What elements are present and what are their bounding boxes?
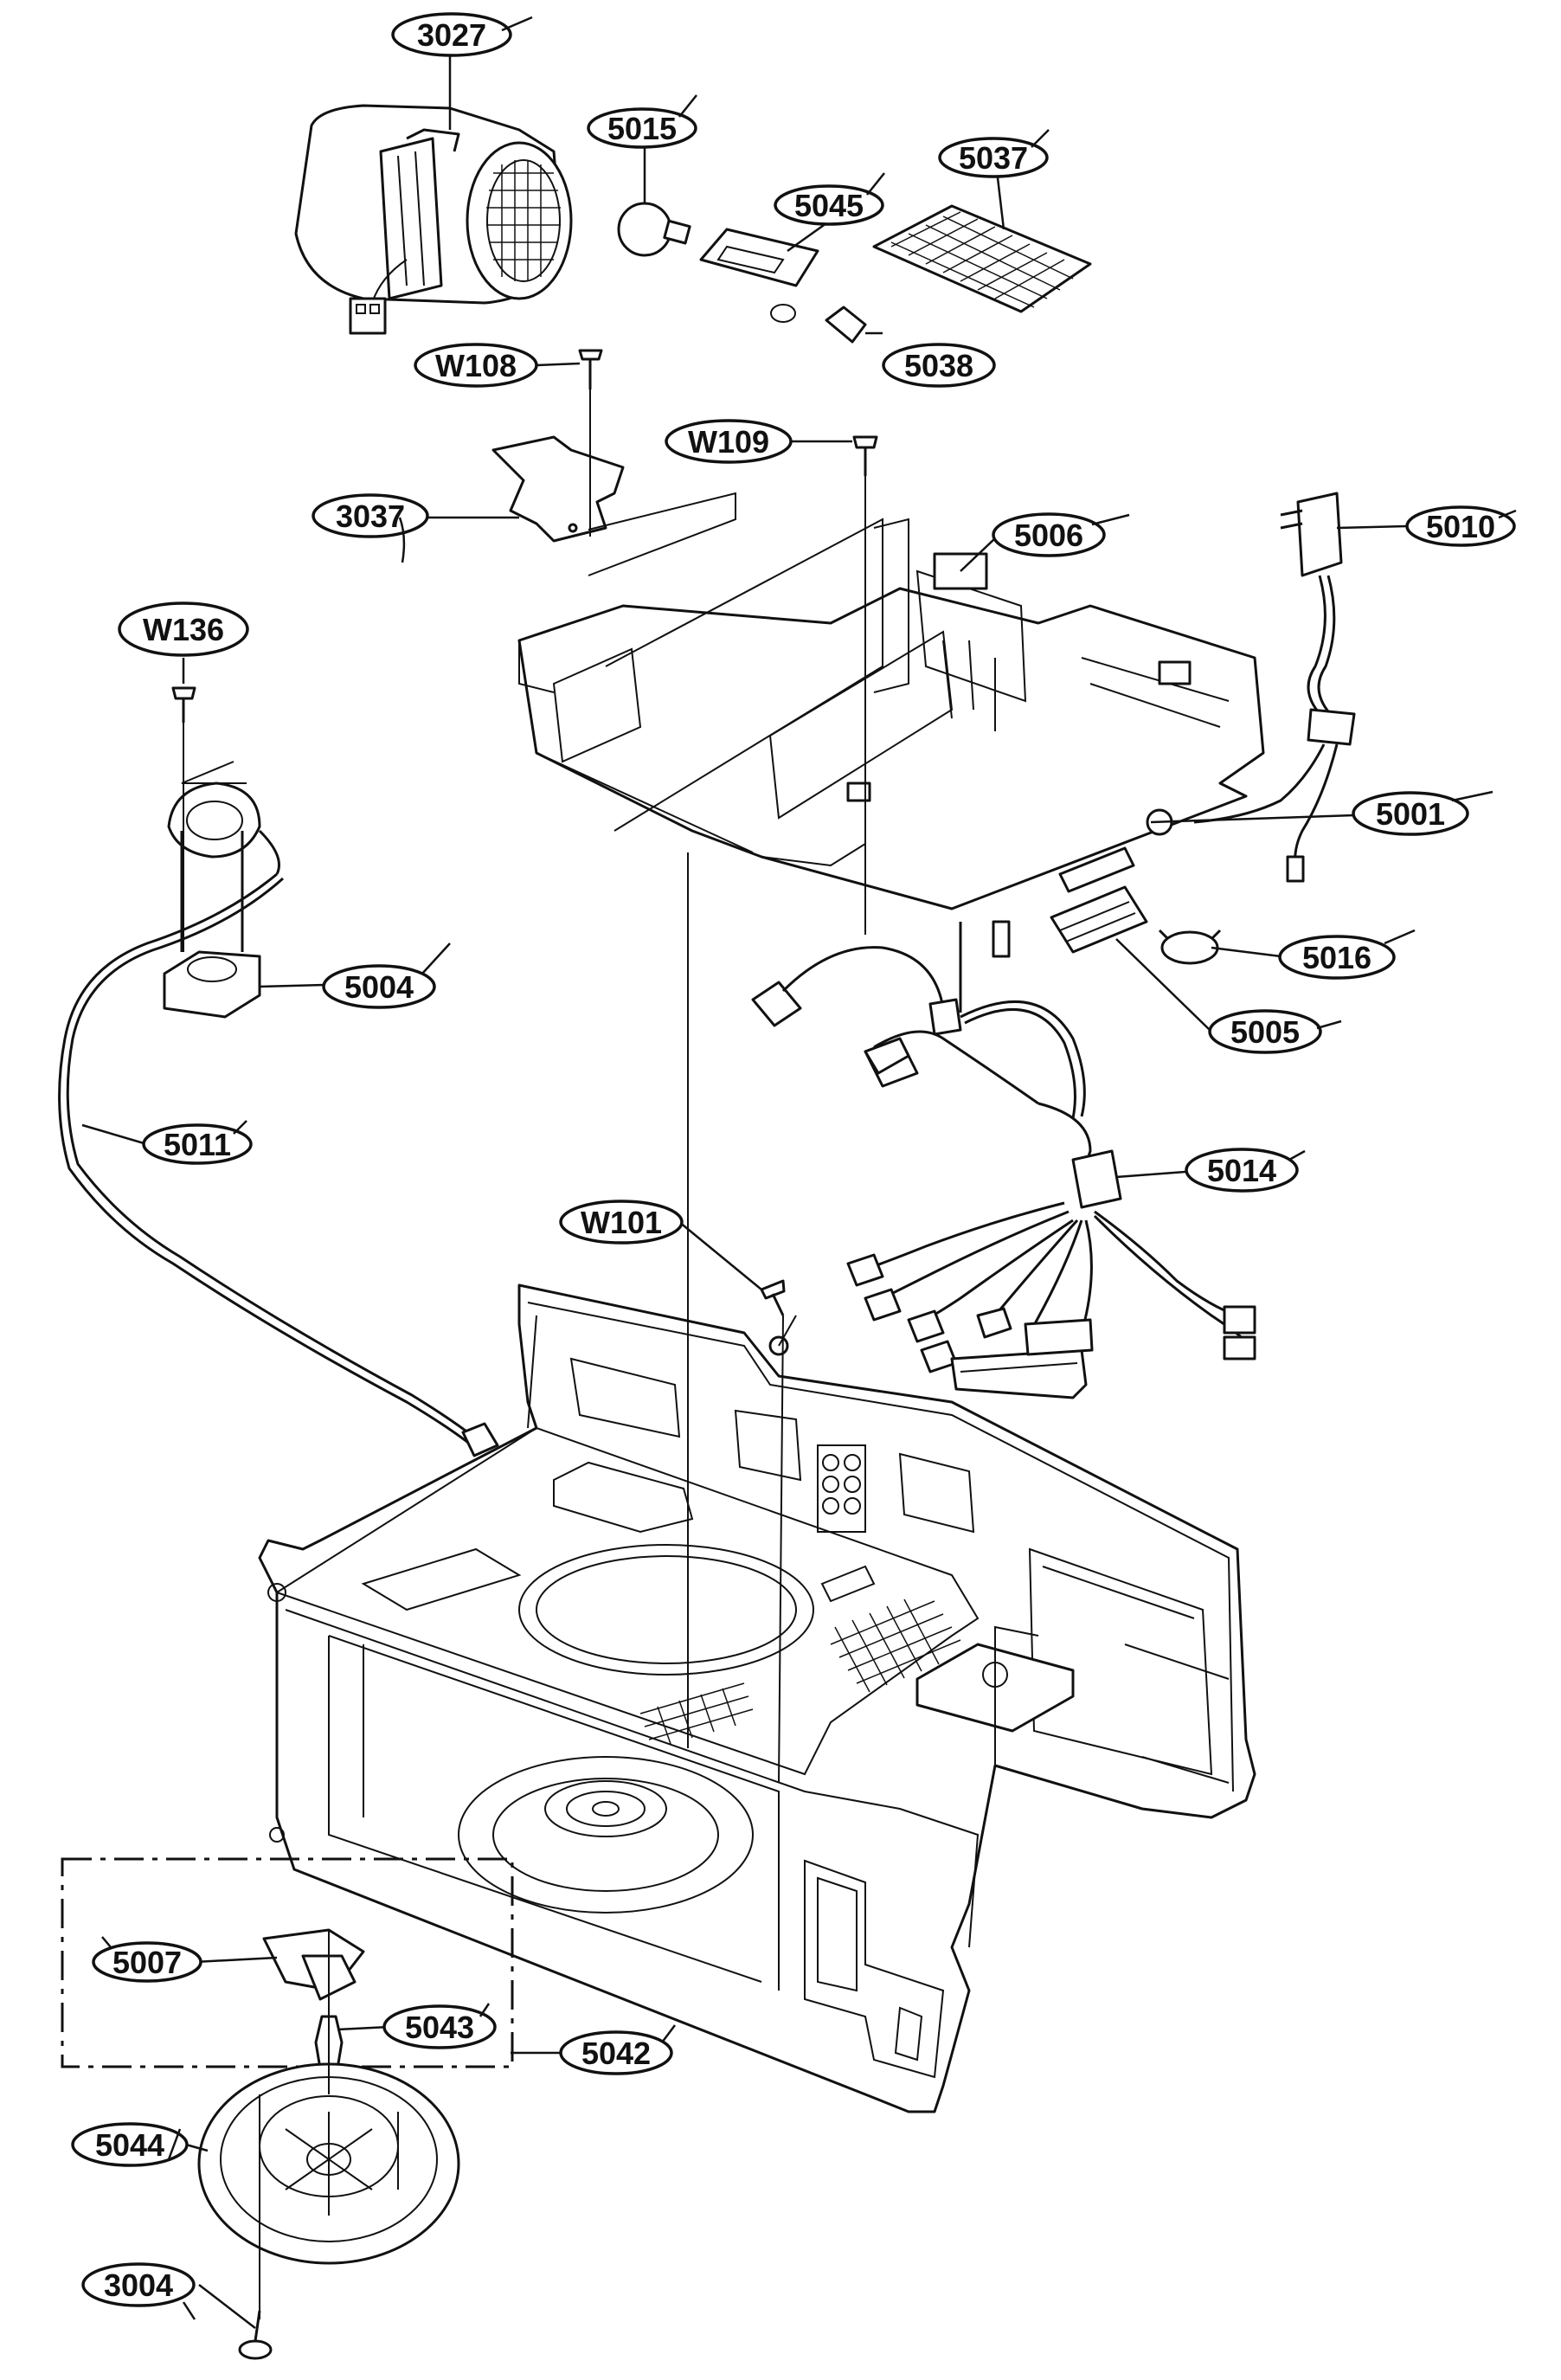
callout-5006: 5006 [992,512,1130,557]
callout-label: W136 [143,612,224,647]
callout-w109: W109 [665,419,793,464]
callout-label: 3004 [104,2267,173,2303]
callout-label: 5001 [1376,796,1445,832]
lamp-bulb [617,202,691,257]
lamp-socket [699,228,819,323]
callout-label: 5016 [1302,940,1371,975]
callout-label: 5010 [1426,509,1495,544]
callout-label: W109 [688,424,769,460]
callout-label: 5044 [95,2127,164,2163]
callout-label: 5043 [405,2010,474,2045]
callout-w108: W108 [414,343,538,388]
turntable-motor-assembly-outline [61,1857,514,2068]
screw-w108 [578,349,603,389]
lamp-cover [825,306,867,344]
callout-5044: 5044 [71,2122,189,2167]
assembly-guide-lines [183,389,866,2319]
callout-label: 5038 [904,348,973,383]
callout-label: 5006 [1014,518,1083,553]
top-vent-grid [830,1598,961,1693]
stirrer-motor [163,761,280,1019]
callout-5037: 5037 [938,129,1050,178]
blower-fan-assembly [294,104,573,335]
power-cord [1193,492,1356,883]
callout-5043: 5043 [382,2003,497,2049]
leader-lines [81,50,1407,2329]
callout-5001: 5001 [1352,790,1494,836]
callout-w101: W101 [559,1200,684,1245]
callout-label: 5015 [607,111,677,146]
callout-label: 5014 [1207,1153,1276,1188]
callout-label: W108 [435,348,517,383]
stirrer-cable [58,872,499,1457]
callout-label: 3027 [417,17,486,53]
callout-5004: 5004 [322,942,451,1009]
wire-harness [751,920,1256,1399]
thermal-cutout [1158,929,1222,965]
callout-3027: 3027 [391,12,533,57]
callout-5007: 5007 [92,1936,202,1983]
screw-w136 [171,686,196,723]
callout-label: 3037 [336,499,405,534]
callout-3004: 3004 [81,2262,196,2320]
callout-label: 5011 [164,1127,231,1162]
callout-5011: 5011 [142,1120,253,1165]
callout-label: 5042 [581,2036,651,2071]
callout-5015: 5015 [587,94,697,149]
callout-5005: 5005 [1208,1009,1342,1054]
control-panel-holes [817,1444,866,1533]
callout-5016: 5016 [1278,929,1416,980]
callout-label: 5007 [112,1945,182,1980]
oven-cavity-chassis [258,1283,1256,2113]
screw-w109 [852,435,878,476]
callout-label: 5045 [794,188,864,223]
callout-label: 5037 [959,140,1028,176]
turntable-coupler [262,1928,365,2001]
charcoal-filter [872,204,1092,313]
callout-label: W101 [581,1205,662,1240]
callout-5038: 5038 [882,343,996,388]
callout-5014: 5014 [1185,1148,1306,1193]
foot-screw [238,2310,273,2360]
callout-5042: 5042 [559,2024,676,2075]
callout-3037: 3037 [312,493,429,563]
callout-label: 5004 [344,969,414,1005]
callout-label: 5005 [1230,1014,1300,1050]
fuse-holder [1050,885,1148,954]
callout-w136: W136 [118,601,249,657]
callout-5010: 5010 [1405,505,1517,547]
front-vent-grid [639,1682,754,1745]
base-plate [517,518,1265,910]
callout-5045: 5045 [774,172,885,226]
